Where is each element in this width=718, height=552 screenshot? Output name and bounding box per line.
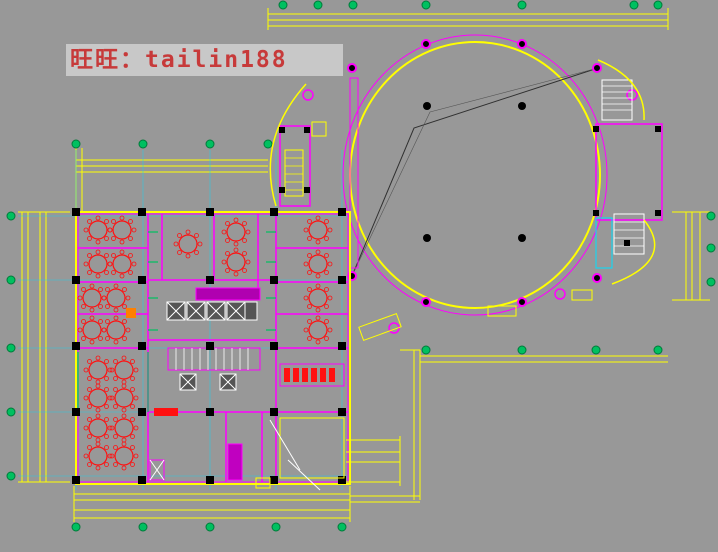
round-banquet-table xyxy=(82,320,102,340)
round-banquet-table xyxy=(308,288,328,308)
bottom-dimension-lines xyxy=(73,349,421,522)
round-banquet-table xyxy=(88,388,108,408)
structural-columns xyxy=(72,208,346,484)
structural-column xyxy=(138,476,146,484)
oval-banquet-hall xyxy=(302,34,638,342)
elevator-bank xyxy=(166,287,261,391)
structural-column xyxy=(72,342,80,350)
top-dimension-lines xyxy=(75,8,669,212)
structural-column xyxy=(206,476,214,484)
structural-column xyxy=(138,276,146,284)
annotation-leaders xyxy=(346,436,401,486)
structural-column xyxy=(270,342,278,350)
round-banquet-table xyxy=(226,222,246,242)
round-banquet-table xyxy=(308,254,328,274)
left-dimension-lines xyxy=(18,211,70,483)
round-banquet-table xyxy=(114,418,134,438)
banquet-tables xyxy=(77,215,333,471)
round-banquet-table xyxy=(112,254,132,274)
structural-column xyxy=(138,408,146,416)
round-banquet-table xyxy=(106,288,126,308)
structural-column xyxy=(72,208,80,216)
structural-column xyxy=(338,342,346,350)
structural-column xyxy=(206,342,214,350)
structural-column xyxy=(338,476,346,484)
round-banquet-table xyxy=(88,220,108,240)
structural-column xyxy=(72,276,80,284)
left-stair-core xyxy=(269,83,327,207)
structural-column xyxy=(206,276,214,284)
structural-column xyxy=(270,276,278,284)
structural-column xyxy=(270,208,278,216)
structural-column xyxy=(338,276,346,284)
round-banquet-table xyxy=(308,320,328,340)
service-rooms xyxy=(126,308,345,491)
structural-column xyxy=(338,408,346,416)
round-banquet-table xyxy=(114,446,134,466)
structural-column xyxy=(270,476,278,484)
right-dimension-lines xyxy=(420,211,710,363)
structural-column xyxy=(138,208,146,216)
round-banquet-table xyxy=(226,252,246,272)
watermark-banner: 旺旺：tailin188 xyxy=(66,44,343,76)
round-banquet-table xyxy=(112,220,132,240)
round-banquet-table xyxy=(114,388,134,408)
structural-column xyxy=(72,408,80,416)
round-banquet-table xyxy=(82,288,102,308)
round-banquet-table xyxy=(308,220,328,240)
round-banquet-table xyxy=(178,234,198,254)
structural-column xyxy=(270,408,278,416)
round-banquet-table xyxy=(106,320,126,340)
round-banquet-table xyxy=(88,418,108,438)
round-banquet-table xyxy=(88,446,108,466)
round-banquet-table xyxy=(88,254,108,274)
structural-column xyxy=(72,476,80,484)
grid-axis-bubbles xyxy=(6,0,716,532)
structural-column xyxy=(206,408,214,416)
right-service-core xyxy=(593,59,663,285)
round-banquet-table xyxy=(114,360,134,380)
round-banquet-table xyxy=(88,360,108,380)
structural-column xyxy=(206,208,214,216)
structural-column xyxy=(138,342,146,350)
structural-column xyxy=(338,208,346,216)
